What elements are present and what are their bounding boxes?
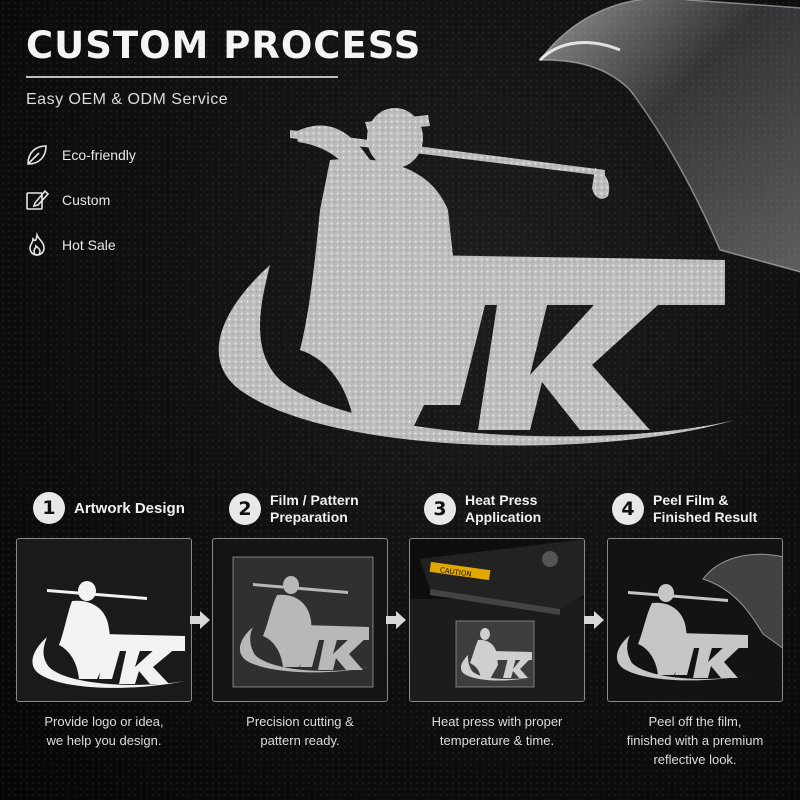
arrow-right-icon (386, 611, 406, 629)
step-title-line: Film / Pattern (270, 492, 359, 508)
step-title-line: Finished Result (653, 509, 758, 525)
step-number: 1 (33, 492, 65, 524)
arrow-right-icon (584, 611, 604, 629)
feature-hot-sale: Hot Sale (24, 222, 136, 267)
pencil-icon (24, 187, 50, 213)
description-line: Provide logo or idea, (44, 714, 164, 729)
feature-label: Hot Sale (62, 236, 116, 253)
step-title-line: Application (465, 509, 542, 525)
step-3-description: Heat press with proper temperature & tim… (409, 712, 585, 750)
title-underline (26, 76, 338, 78)
step-title-line: Artwork Design (74, 499, 185, 517)
arrow-right-icon (190, 611, 210, 629)
step-number: 4 (612, 493, 644, 525)
step-2-header: 2 Film / Pattern Preparation (229, 492, 359, 526)
description-line: we help you design. (46, 733, 162, 748)
description-line: reflective look. (653, 752, 737, 767)
feature-list: Eco-friendly Custom Hot Sale (24, 132, 136, 267)
peeling-film (538, 0, 800, 273)
step-2-image (212, 538, 388, 702)
flame-icon (24, 231, 50, 258)
step-1-image (16, 538, 192, 702)
description-line: finished with a premium (626, 733, 764, 748)
step-title: Peel Film & Finished Result (653, 492, 757, 526)
step-title-line: Preparation (270, 509, 348, 525)
feature-label: Custom (62, 191, 111, 208)
hero-golfer-logo (218, 108, 736, 446)
feature-label: Eco-friendly (62, 146, 136, 163)
step-title-line: Heat Press (465, 492, 538, 508)
description-line: Peel off the film, (648, 714, 742, 729)
step-4-description: Peel off the film, finished with a premi… (607, 712, 783, 769)
step-1-description: Provide logo or idea, we help you design… (16, 712, 192, 750)
step-3-header: 3 Heat Press Application (424, 492, 541, 526)
step-title-line: Peel Film & (653, 492, 729, 508)
step-4-header: 4 Peel Film & Finished Result (612, 492, 757, 526)
description-line: Precision cutting & (246, 714, 354, 729)
step-4-image (607, 538, 783, 702)
step-2-description: Precision cutting & pattern ready. (212, 712, 388, 750)
page-title: CUSTOM PROCESS (26, 24, 422, 67)
step-title: Film / Pattern Preparation (270, 492, 359, 526)
description-line: temperature & time. (439, 733, 555, 748)
page-subtitle: Easy OEM & ODM Service (26, 91, 229, 108)
feature-custom: Custom (24, 177, 136, 222)
feature-eco-friendly: Eco-friendly (24, 132, 136, 177)
description-line: pattern ready. (260, 733, 340, 748)
step-number: 3 (424, 493, 456, 525)
step-number: 2 (229, 493, 261, 525)
step-title: Heat Press Application (465, 492, 541, 526)
step-3-image: CAUTION (409, 538, 585, 702)
step-1-header: 1 Artwork Design (33, 492, 185, 524)
description-line: Heat press with proper (431, 714, 563, 729)
leaf-icon (24, 142, 50, 168)
header: CUSTOM PROCESS Easy OEM & ODM Service (26, 22, 421, 109)
step-title: Artwork Design (74, 500, 185, 517)
